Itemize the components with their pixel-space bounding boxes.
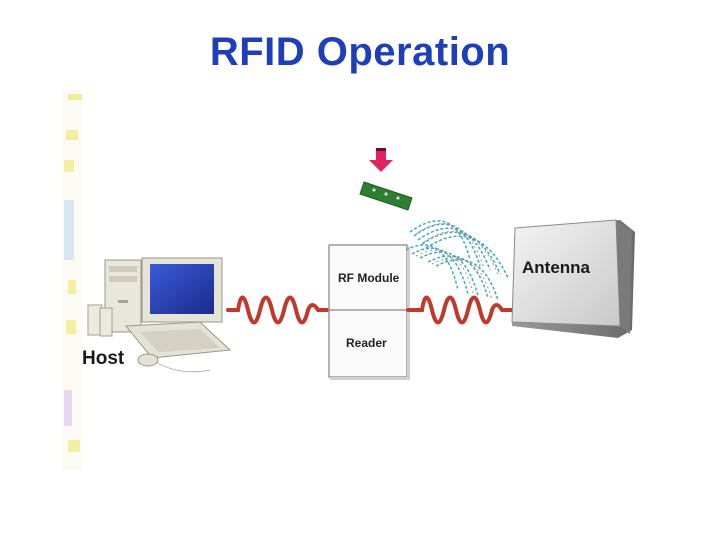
decorative-strip: [62, 90, 82, 470]
reader-box: [328, 244, 411, 380]
antenna-label: Antenna: [522, 258, 590, 277]
down-arrow-icon: [369, 148, 393, 172]
antenna-signal-wave: [406, 295, 514, 325]
diagram-graphics: [87, 148, 635, 380]
host-label: Host: [82, 348, 125, 369]
reader-label: Reader: [346, 336, 387, 350]
rfid-diagram: Host RF Module Reader Antenna: [60, 140, 640, 390]
antenna-icon: [511, 219, 635, 338]
computer-icon: [87, 257, 232, 373]
slide-title: RFID Operation: [209, 30, 511, 74]
host-signal-wave: [226, 295, 330, 325]
rfid-tag-icon: [359, 181, 413, 211]
rf-module-label: RF Module: [338, 271, 400, 285]
